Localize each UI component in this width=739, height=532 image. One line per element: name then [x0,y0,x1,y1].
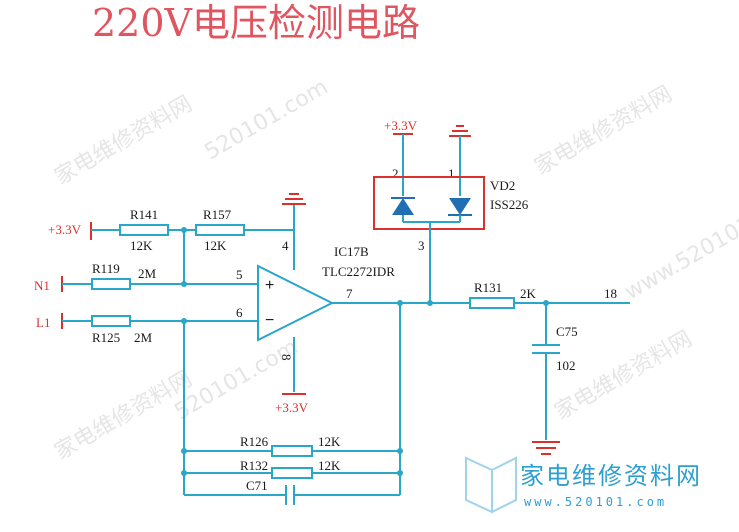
diode-left [392,198,414,215]
junction-dot [181,281,187,287]
logo-domain: www.520101.com [524,495,667,509]
ground-symbol-c75 [532,441,560,455]
watermark-text: 家电维修资料网 [551,327,697,426]
input-l1-label: L1 [36,315,50,330]
r157-value: 12K [204,238,227,253]
r131-value: 2K [520,286,537,301]
opamp-minus-sign: − [265,312,274,329]
diode-part: ISS226 [490,197,529,212]
resistor-r157 [195,224,245,236]
pin-8-label: 8 [279,354,294,361]
site-logo: 家电维修资料网 www.520101.com [465,456,702,514]
watermark-text: 家电维修资料网 [51,367,197,466]
r126-value: 12K [318,434,341,449]
pin-6-label: 6 [236,305,243,320]
r126-name: R126 [240,434,269,449]
resistor-r119 [91,278,131,290]
r132-value: 12K [318,458,341,473]
resistor-r131 [469,297,515,309]
diagram-title: 220V电压检测电路 [92,1,420,45]
vcc-top-label: +3.3V [384,118,418,133]
opamp-triangle [257,264,335,342]
ground-symbol-diode [449,125,471,137]
resistor-r132 [271,467,313,479]
diode-pin1-label: 1 [448,166,455,181]
c71-name: C71 [246,478,268,493]
pin-4-label: 4 [282,238,289,253]
resistor-r125 [91,315,131,327]
pin-5-label: 5 [236,267,243,282]
r141-name: R141 [130,207,158,222]
r132-name: R132 [240,458,268,473]
r125-name: R125 [92,330,120,345]
diode-right [449,198,471,215]
diode-ref: VD2 [490,178,515,193]
vcc-bottom-label: +3.3V [275,400,309,415]
watermark-domain: www.520101.com [621,185,739,305]
r119-value: 2M [138,266,157,281]
resistor-r126 [271,445,313,457]
r125-value: 2M [134,330,153,345]
c75-name: C75 [556,324,578,339]
opamp-part: TLC2272IDR [322,264,395,279]
ground-symbol-opamp [282,193,306,205]
junction-dot [181,448,187,454]
junction-dot [397,470,403,476]
output-net-label: 18 [604,286,617,301]
r131-name: R131 [474,280,502,295]
r119-name: R119 [92,261,120,276]
pin-7-label: 7 [346,286,353,301]
diode-pin2-label: 2 [392,166,399,181]
resistor-r141 [119,224,169,236]
c75-value: 102 [556,358,576,373]
opamp-ref: IC17B [334,244,369,259]
junction-dot [181,470,187,476]
opamp-plus-sign: + [265,277,274,294]
input-n1-label: N1 [34,278,50,293]
watermark-text: 家电维修资料网 [51,92,197,191]
junction-dot [397,448,403,454]
diode-pin3-label: 3 [418,238,425,253]
watermark-domain: 520101.com [201,75,333,166]
book-icon [465,456,493,514]
watermark-text: 家电维修资料网 [531,82,677,181]
r141-value: 12K [130,238,153,253]
logo-title: 家电维修资料网 [520,462,702,490]
r157-name: R157 [203,207,232,222]
vcc-left-label: +3.3V [48,222,82,237]
